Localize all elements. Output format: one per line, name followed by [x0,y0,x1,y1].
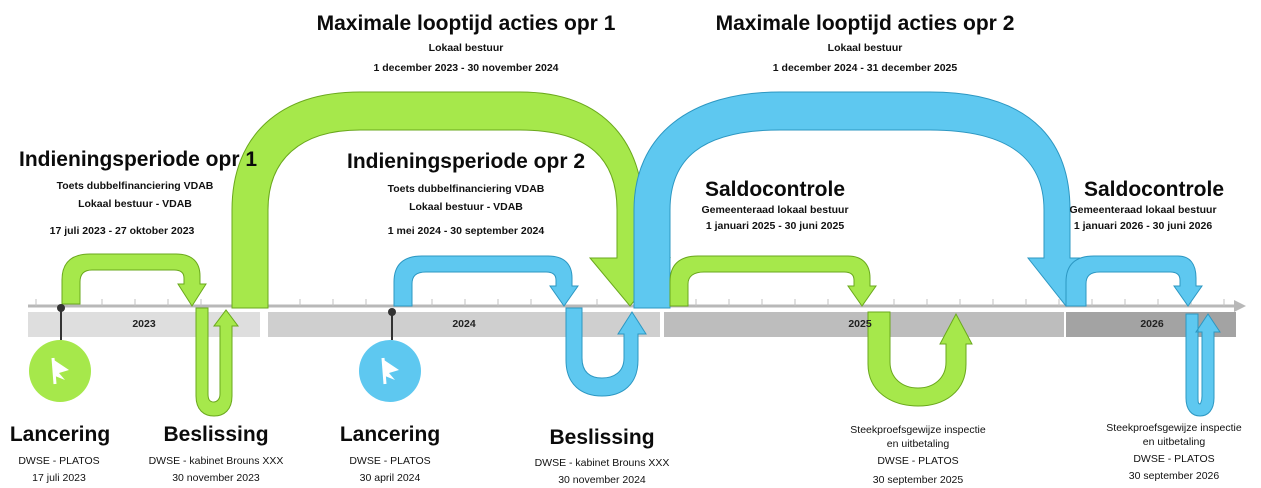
band-2025 [664,312,1064,337]
lancering2-flag-badge [359,340,421,402]
indiening-opr2-date: 1 mei 2024 - 30 september 2024 [387,225,545,237]
year-label-2025: 2025 [848,318,872,330]
inspectie2-line1: Steekproefsgewijze inspectie [1106,422,1242,434]
saldo2-date: 1 januari 2026 - 30 juni 2026 [1073,220,1213,232]
opr1-looptijd-sub: Lokaal bestuur [428,42,504,54]
beslissing2-line1: DWSE - kabinet Brouns XXX [534,457,670,469]
beslissing2-u-arrow [565,307,647,397]
saldo1-title: Saldocontrole [704,178,846,201]
saldo2-arrow [1065,255,1203,307]
opr1-looptijd-title: Maximale looptijd acties opr 1 [316,12,616,35]
indiening-opr1-line1: Toets dubbelfinanciering VDAB [56,180,214,192]
indiening-opr1-date: 17 juli 2023 - 27 oktober 2023 [49,225,195,237]
beslissing1-date: 30 november 2023 [172,472,260,484]
opr2-looptijd-title: Maximale looptijd acties opr 2 [715,12,1015,35]
inspectie2-line3: DWSE - PLATOS [1133,453,1215,465]
band-2024 [268,312,660,337]
inspectie2-u-arrow [1185,313,1221,417]
lancering1-date: 17 juli 2023 [32,472,86,484]
year-label-2024: 2024 [452,318,476,330]
inspectie1-date: 30 september 2025 [872,474,964,486]
indiening-opr2-line2: Lokaal bestuur - VDAB [409,201,523,213]
inspectie1-line3: DWSE - PLATOS [877,455,959,467]
opr1-looptijd-period: 1 december 2023 - 30 november 2024 [373,62,559,74]
flag-icon [51,357,69,385]
inspectie1-line2: en uitbetaling [886,438,950,450]
lancering2-dot [388,308,396,316]
inspectie1-line1: Steekproefsgewijze inspectie [850,424,986,436]
axis-arrowhead [1234,300,1246,312]
indiening-opr2-title: Indieningsperiode opr 2 [346,150,586,173]
lancering1-dot [57,304,65,312]
indiening-opr1-line2: Lokaal bestuur - VDAB [78,198,192,210]
year-label-2023: 2023 [132,318,156,330]
year-label-2026: 2026 [1140,318,1164,330]
indiening-opr2-line1: Toets dubbelfinanciering VDAB [387,183,545,195]
lancering2-date: 30 april 2024 [359,472,421,484]
beslissing1-line1: DWSE - kabinet Brouns XXX [148,455,284,467]
saldo1-line1: Gemeenteraad lokaal bestuur [701,204,849,216]
inspectie2-line2: en uitbetaling [1142,436,1206,448]
indiening-opr2-arrow [393,255,579,307]
lancering1-flag-badge [29,340,91,402]
beslissing2-title: Beslissing [549,426,655,449]
beslissing2-date: 30 november 2024 [558,474,646,486]
flag-icon [381,357,399,385]
saldo2-title: Saldocontrole [1083,178,1225,201]
beslissing1-u-arrow [195,307,239,417]
saldo2-line1: Gemeenteraad lokaal bestuur [1069,204,1217,216]
inspectie1-u-arrow [867,311,973,407]
saldo1-arrow [669,255,877,307]
indiening-opr1-arrow [61,253,207,307]
inspectie2-date: 30 september 2026 [1128,470,1220,482]
beslissing1-title: Beslissing [163,423,269,446]
lancering1-line1: DWSE - PLATOS [18,455,100,467]
lancering2-title: Lancering [339,423,441,446]
indiening-opr1-title: Indieningsperiode opr 1 [18,148,258,171]
opr2-looptijd-sub: Lokaal bestuur [827,42,903,54]
lancering1-title: Lancering [9,423,111,446]
opr2-looptijd-period: 1 december 2024 - 31 december 2025 [772,62,958,74]
opr1-looptijd-arrow [231,91,672,309]
saldo1-date: 1 januari 2025 - 30 juni 2025 [705,220,845,232]
lancering2-line1: DWSE - PLATOS [349,455,431,467]
